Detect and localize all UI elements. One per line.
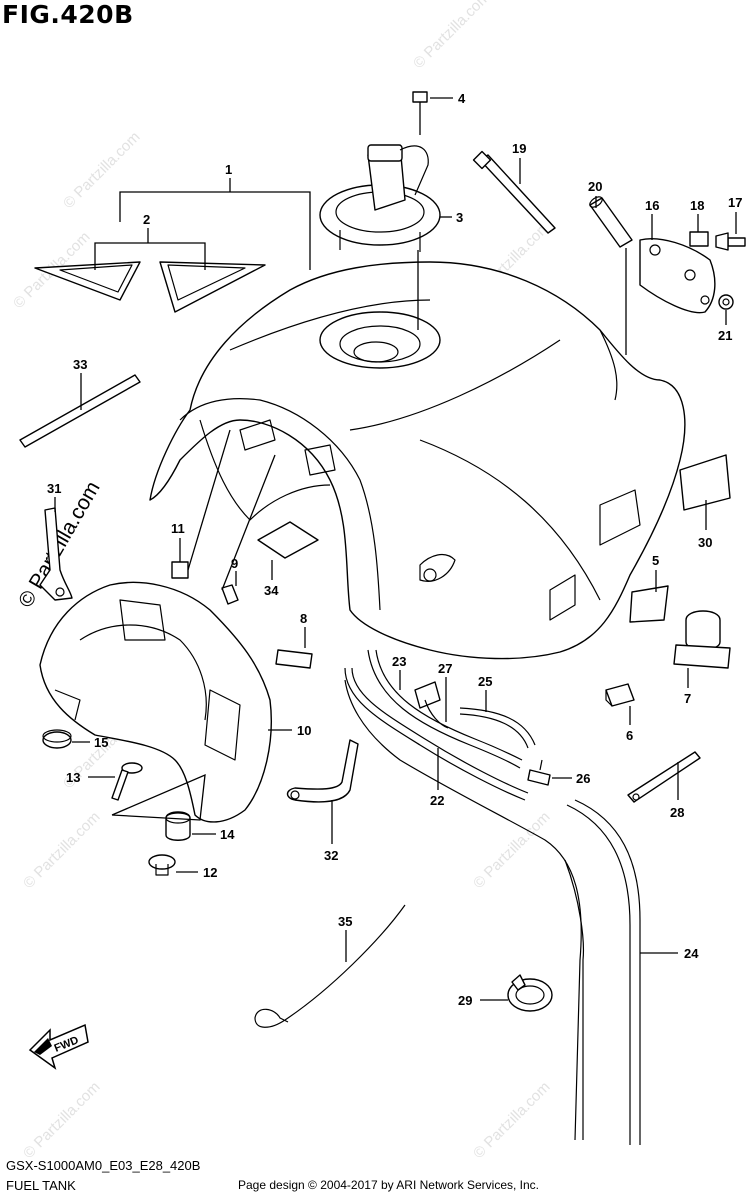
callout-21: 21 bbox=[718, 328, 732, 343]
tank-emblems[interactable] bbox=[34, 261, 266, 313]
clamp-29[interactable] bbox=[507, 974, 553, 1012]
callout-33: 33 bbox=[73, 357, 87, 372]
callout-28: 28 bbox=[670, 805, 684, 820]
callout-5: 5 bbox=[652, 553, 659, 568]
cushion-14[interactable] bbox=[165, 811, 191, 841]
callout-15: 15 bbox=[94, 735, 108, 750]
strap-28[interactable] bbox=[627, 751, 701, 803]
callout-2: 2 bbox=[143, 212, 150, 227]
callout-labels: 1 2 3 4 5 6 7 8 9 10 11 12 13 14 15 16 1… bbox=[47, 91, 742, 1008]
hose-joint-26[interactable] bbox=[527, 759, 551, 786]
bolt-13[interactable] bbox=[111, 762, 143, 801]
callout-35: 35 bbox=[338, 914, 352, 929]
fuel-tank[interactable] bbox=[149, 261, 686, 660]
copyright-notice: Page design © 2004-2017 by ARI Network S… bbox=[238, 1178, 540, 1192]
bolt-17[interactable] bbox=[715, 232, 746, 251]
spacer-20[interactable] bbox=[588, 195, 633, 248]
callout-23: 23 bbox=[392, 654, 406, 669]
callout-17: 17 bbox=[728, 195, 742, 210]
frame-cover-10[interactable] bbox=[39, 581, 272, 823]
bolt-9[interactable] bbox=[221, 584, 239, 605]
callout-11: 11 bbox=[171, 521, 185, 536]
callout-20: 20 bbox=[588, 179, 602, 194]
nut-18[interactable] bbox=[689, 231, 709, 247]
callout-12: 12 bbox=[203, 865, 217, 880]
callout-1: 1 bbox=[225, 162, 232, 177]
bolt-12[interactable] bbox=[148, 854, 176, 876]
callout-9: 9 bbox=[231, 556, 238, 571]
seal-strip-33[interactable] bbox=[19, 374, 141, 448]
forward-direction-indicator: FWD bbox=[28, 1023, 89, 1070]
callout-6: 6 bbox=[626, 728, 633, 743]
callout-24: 24 bbox=[684, 946, 699, 961]
figure-title: FIG.420B bbox=[2, 0, 134, 29]
callout-3: 3 bbox=[456, 210, 463, 225]
callout-8: 8 bbox=[300, 611, 307, 626]
label-5[interactable] bbox=[629, 585, 669, 623]
fuel-hose-25[interactable] bbox=[459, 707, 536, 749]
drain-hose-22[interactable] bbox=[344, 667, 529, 801]
breather-hose-23[interactable] bbox=[367, 649, 523, 769]
bracket-32[interactable] bbox=[286, 739, 359, 803]
callout-18: 18 bbox=[690, 198, 704, 213]
bolt-4[interactable] bbox=[412, 91, 428, 135]
callout-16: 16 bbox=[645, 198, 659, 213]
cushion-7[interactable] bbox=[673, 610, 731, 669]
fuel-cap[interactable] bbox=[319, 144, 441, 252]
label-34[interactable] bbox=[257, 521, 319, 559]
callout-13: 13 bbox=[66, 770, 80, 785]
callout-27: 27 bbox=[438, 661, 452, 676]
callout-26: 26 bbox=[576, 771, 590, 786]
support-rod-35[interactable] bbox=[254, 904, 406, 1028]
callout-14: 14 bbox=[220, 827, 235, 842]
callout-25: 25 bbox=[478, 674, 492, 689]
bracket-16[interactable] bbox=[639, 238, 716, 314]
cushion-6[interactable] bbox=[605, 683, 635, 707]
model-code: GSX-S1000AM0_E03_E28_420B bbox=[6, 1158, 201, 1173]
hose-joint-27[interactable] bbox=[414, 681, 449, 729]
callout-7: 7 bbox=[684, 691, 691, 706]
callout-22: 22 bbox=[430, 793, 444, 808]
cushion-11[interactable] bbox=[171, 561, 189, 579]
label-30[interactable] bbox=[679, 454, 731, 511]
section-name: FUEL TANK bbox=[6, 1178, 76, 1193]
callout-31: 31 bbox=[47, 481, 61, 496]
drain-hose-24[interactable] bbox=[344, 679, 641, 1145]
grommet-15[interactable] bbox=[42, 729, 72, 749]
leader-lines bbox=[54, 97, 737, 1001]
bracket-31[interactable] bbox=[39, 507, 73, 601]
callout-4: 4 bbox=[458, 91, 466, 106]
callout-34: 34 bbox=[264, 583, 279, 598]
callout-30: 30 bbox=[698, 535, 712, 550]
washer-21[interactable] bbox=[718, 294, 734, 310]
cushion-8[interactable] bbox=[275, 649, 313, 669]
callout-29: 29 bbox=[458, 993, 472, 1008]
bolt-19[interactable] bbox=[472, 150, 556, 234]
callout-10: 10 bbox=[297, 723, 311, 738]
callout-19: 19 bbox=[512, 141, 526, 156]
callout-32: 32 bbox=[324, 848, 338, 863]
